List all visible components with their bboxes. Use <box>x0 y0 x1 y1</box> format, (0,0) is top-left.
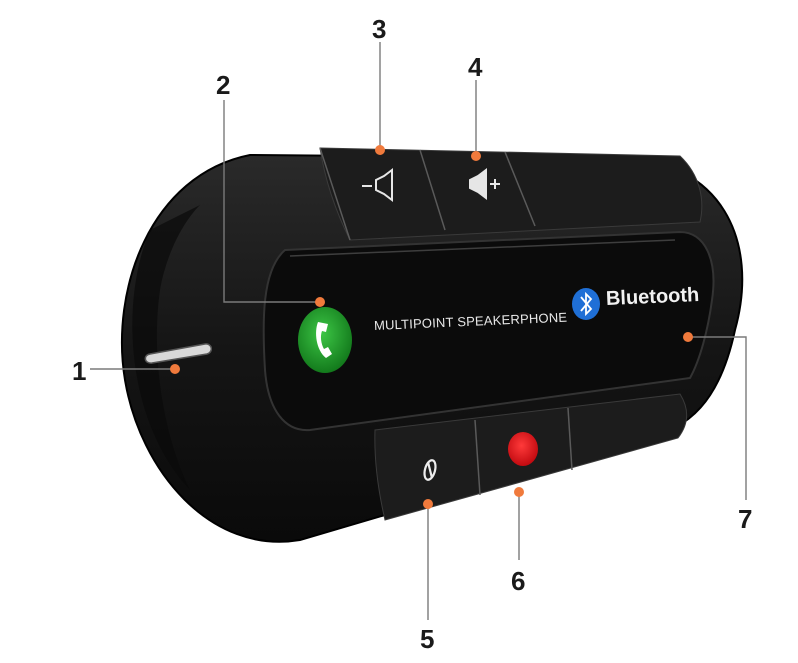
volume-down-button[interactable] <box>330 152 420 236</box>
speaker-minus-icon <box>362 168 393 202</box>
callout-line-7 <box>688 336 747 500</box>
device-side <box>132 205 200 490</box>
marker-4 <box>471 151 481 161</box>
power-button[interactable] <box>385 430 475 515</box>
speaker-plus-icon <box>469 168 500 200</box>
button-separator <box>504 151 536 227</box>
microphone <box>144 343 213 364</box>
call-button[interactable] <box>298 307 352 373</box>
callout-number-2: 2 <box>216 70 231 100</box>
power-icon <box>423 459 437 481</box>
phone-handset-icon <box>316 322 332 358</box>
callout-number-1: 1 <box>72 356 87 386</box>
callout-lines <box>90 42 747 620</box>
callout-number-6: 6 <box>511 566 526 596</box>
marker-6 <box>514 487 524 497</box>
button-separator <box>567 407 573 471</box>
marker-2 <box>315 297 325 307</box>
callout-number-5: 5 <box>420 624 435 654</box>
bluetooth-label: Bluetooth <box>605 283 700 310</box>
status-led <box>683 332 693 342</box>
marker-3 <box>375 145 385 155</box>
bluetooth-icon <box>580 291 593 317</box>
marker-1 <box>170 364 180 374</box>
end-call-button[interactable] <box>508 432 538 466</box>
callout-markers <box>170 145 693 509</box>
volume-up-button[interactable] <box>425 152 510 232</box>
panel-highlight <box>289 239 676 257</box>
callout-number-3: 3 <box>372 14 387 44</box>
button-separator <box>319 147 351 241</box>
marker-5 <box>423 499 433 509</box>
button-separator <box>419 149 446 231</box>
front-panel <box>262 230 715 432</box>
button-separator <box>474 419 481 496</box>
top-button-strip <box>319 147 703 241</box>
bluetooth-logo <box>572 288 600 320</box>
callout-number-7: 7 <box>738 504 753 534</box>
callout-line-2 <box>223 100 320 303</box>
callout-number-4: 4 <box>468 52 483 82</box>
